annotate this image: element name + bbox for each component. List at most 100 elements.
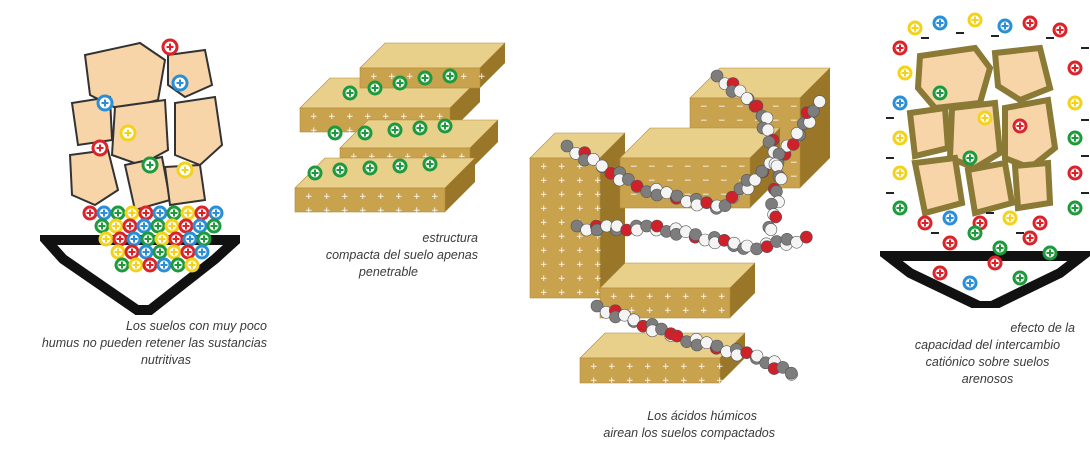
svg-text:+: + <box>644 362 652 372</box>
svg-text:+: + <box>558 190 566 200</box>
svg-text:+: + <box>718 292 726 302</box>
caption-cation-exchange: efecto de la capacidad del intercambio c… <box>900 320 1075 388</box>
soil-particle <box>968 163 1012 213</box>
positive-ion-icon <box>98 96 112 110</box>
svg-text:+: + <box>608 362 616 372</box>
svg-text:+: + <box>590 376 598 386</box>
positive-ion-icon <box>1069 97 1081 109</box>
svg-text:+: + <box>698 376 706 386</box>
svg-text:−: − <box>790 172 798 182</box>
positive-ion-icon <box>439 120 451 132</box>
svg-text:+: + <box>540 218 548 228</box>
svg-text:+: + <box>576 190 584 200</box>
svg-text:+: + <box>558 260 566 270</box>
positive-ion-icon <box>154 246 166 258</box>
humic-atom <box>765 224 777 236</box>
positive-ion-icon <box>156 233 168 245</box>
soil-particle <box>1015 163 1050 208</box>
svg-text:+: + <box>576 260 584 270</box>
svg-text:+: + <box>590 362 598 372</box>
positive-ion-icon <box>894 202 906 214</box>
positive-ion-icon <box>173 76 187 90</box>
positive-ion-icon <box>142 233 154 245</box>
svg-text:+: + <box>608 376 616 386</box>
svg-text:+: + <box>718 306 726 316</box>
positive-ion-icon <box>166 220 178 232</box>
soil-particle <box>168 50 212 97</box>
soil-particles <box>70 43 222 210</box>
svg-text:+: + <box>305 206 313 216</box>
svg-text:+: + <box>610 292 618 302</box>
svg-text:+: + <box>558 274 566 284</box>
positive-ion-icon <box>1069 202 1081 214</box>
positive-ion-icon <box>994 242 1006 254</box>
positive-ion-icon <box>424 158 436 170</box>
humic-atom <box>800 231 812 243</box>
positive-ion-icon <box>172 259 184 271</box>
svg-text:+: + <box>540 246 548 256</box>
svg-text:−: − <box>736 116 744 126</box>
svg-text:+: + <box>576 204 584 214</box>
humic-acid-structure: −−−−−−−−−−−−−−−−−−−−−−−−−−−−−−−−−−−−++++… <box>520 38 850 398</box>
svg-text:+: + <box>594 274 602 284</box>
svg-text:+: + <box>576 246 584 256</box>
humic-atom <box>771 160 783 172</box>
positive-ion-icon <box>182 207 194 219</box>
svg-text:+: + <box>664 306 672 316</box>
svg-text:+: + <box>346 112 354 122</box>
caption-sandy-soil: Los suelos con muy poco humus no pueden … <box>5 318 267 369</box>
soil-particle <box>1005 100 1055 168</box>
svg-text:+: + <box>646 306 654 316</box>
positive-ion-icon <box>140 246 152 258</box>
positive-ion-icon <box>208 220 220 232</box>
caption-line: capacidad del intercambio <box>900 337 1075 354</box>
svg-text:+: + <box>626 362 634 372</box>
soil-particle <box>910 108 948 156</box>
positive-ion-icon <box>969 14 981 26</box>
positive-ion-icon <box>1034 217 1046 229</box>
svg-text:+: + <box>594 204 602 214</box>
positive-ion-icon <box>1054 24 1066 36</box>
positive-ion-icon <box>944 212 956 224</box>
positive-ion-icon <box>112 246 124 258</box>
soil-particle <box>995 48 1050 100</box>
positive-ion-icon <box>126 207 138 219</box>
positive-ion-icon <box>334 164 346 176</box>
svg-text:+: + <box>346 126 354 136</box>
svg-text:+: + <box>628 292 636 302</box>
positive-ion-icon <box>934 17 946 29</box>
svg-text:+: + <box>305 192 313 202</box>
svg-text:−: − <box>666 162 674 172</box>
svg-text:+: + <box>576 274 584 284</box>
svg-text:−: − <box>700 116 708 126</box>
positive-ion-icon <box>359 127 371 139</box>
svg-text:+: + <box>359 192 367 202</box>
positive-ion-icon <box>140 207 152 219</box>
svg-text:+: + <box>377 192 385 202</box>
svg-text:+: + <box>413 192 421 202</box>
compact-soil-blocks: ++++++++++++++++++++++++++++++++++++++++… <box>290 38 510 228</box>
svg-text:+: + <box>700 292 708 302</box>
svg-text:−: − <box>790 102 798 112</box>
svg-text:+: + <box>431 206 439 216</box>
positive-ion-icon <box>124 220 136 232</box>
svg-text:−: − <box>738 162 746 172</box>
svg-text:−: − <box>718 116 726 126</box>
sandy-soil-illustration <box>40 15 240 315</box>
soil-block-icon: ++++++++++++++++ <box>295 158 475 216</box>
positive-ion-icon <box>110 220 122 232</box>
soil-particle <box>175 97 222 165</box>
svg-text:−: − <box>630 162 638 172</box>
caption-line: penetrable <box>300 264 478 281</box>
caption-line: Los ácidos húmicos <box>565 408 775 425</box>
positive-ion-icon <box>894 167 906 179</box>
positive-ion-icon <box>114 233 126 245</box>
humic-atom <box>814 96 826 108</box>
caption-line: airean los suelos compactados <box>565 425 775 442</box>
humic-atom <box>770 211 782 223</box>
positive-ion-icon <box>964 152 976 164</box>
svg-text:+: + <box>540 176 548 186</box>
positive-ion-icon <box>128 233 140 245</box>
positive-ion-icon <box>414 122 426 134</box>
svg-text:+: + <box>341 206 349 216</box>
